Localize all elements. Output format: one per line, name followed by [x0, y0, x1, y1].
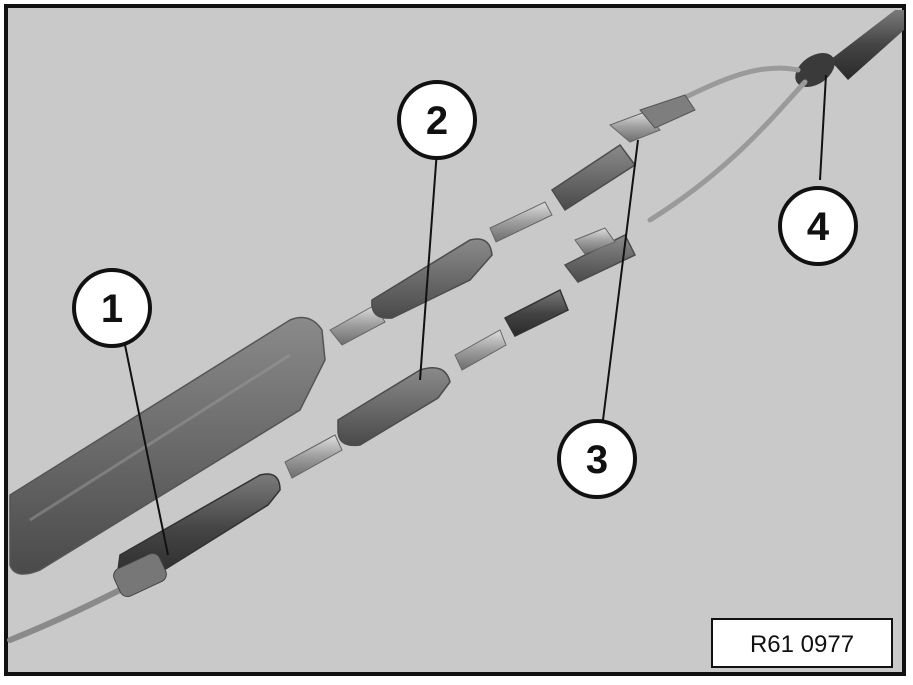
reference-code-box: R61 0977: [711, 618, 893, 668]
callout-3-label: 3: [586, 438, 608, 482]
callout-2: 2: [397, 80, 477, 160]
leader-lines: [124, 74, 827, 556]
lower-wire-connection: [113, 227, 637, 598]
callout-4: 4: [778, 186, 858, 266]
reference-code: R61 0977: [750, 631, 854, 658]
callout-1: 1: [72, 268, 152, 348]
upper-wire-connection: [329, 94, 696, 346]
callout-1-label: 1: [101, 287, 123, 331]
heat-shrink-sleeve: [9, 316, 326, 575]
callout-4-label: 4: [807, 205, 830, 249]
callout-3: 3: [557, 419, 637, 499]
callout-2-label: 2: [426, 99, 448, 143]
